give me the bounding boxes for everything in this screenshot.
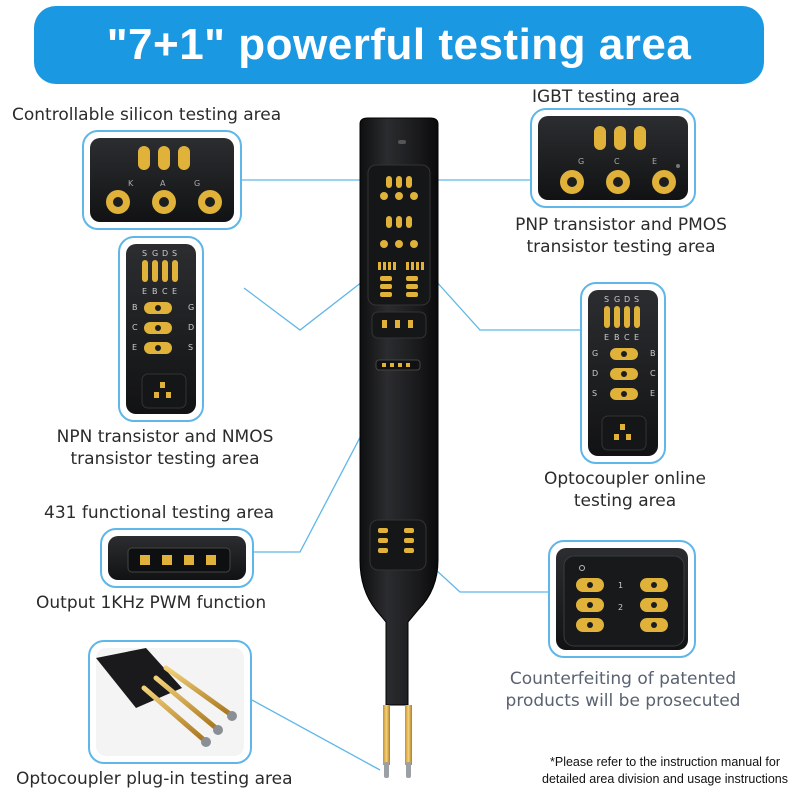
counterfeit-pads: 1 2 bbox=[563, 555, 685, 647]
igbt-pads: G C E bbox=[560, 126, 680, 194]
npn-left-e: E bbox=[132, 343, 137, 352]
label-counterfeit: Counterfeiting of patented products will… bbox=[494, 668, 752, 712]
manual-note: *Please refer to the instruction manual … bbox=[542, 754, 788, 788]
counter-num-1: 1 bbox=[618, 581, 623, 590]
label-opto-plugin: Optocoupler plug-in testing area bbox=[16, 769, 293, 789]
probe-right bbox=[405, 705, 412, 765]
label-igbt: IGBT testing area bbox=[532, 87, 680, 107]
tl431-socket bbox=[127, 547, 231, 573]
label-opto-online: Optocoupler online testing area bbox=[520, 468, 730, 512]
opto-right-e: E bbox=[650, 389, 655, 398]
npn-right-g: G bbox=[188, 303, 194, 312]
npn-top-g: G bbox=[152, 249, 158, 258]
opto-left-d: D bbox=[592, 369, 598, 378]
npn-right-s: S bbox=[188, 343, 193, 352]
npn-mid-b: B bbox=[152, 287, 158, 296]
npn-top-d: D bbox=[162, 249, 168, 258]
panel-431 bbox=[100, 528, 254, 588]
label-scr: Controllable silicon testing area bbox=[12, 105, 282, 125]
opto-right-b: B bbox=[650, 349, 656, 358]
label-pnp-line1: PNP transistor and PMOS bbox=[515, 215, 727, 235]
scr-pin-k: K bbox=[128, 179, 134, 188]
label-counterfeit-line2: products will be prosecuted bbox=[505, 691, 741, 711]
banner-title: "7+1" powerful testing area bbox=[106, 20, 692, 69]
npn-right-d: D bbox=[188, 323, 194, 332]
device-plate-bottom bbox=[369, 519, 427, 571]
opto-mid-e2: E bbox=[634, 333, 639, 342]
probe-closeup bbox=[96, 648, 237, 747]
opto-mid-e: E bbox=[604, 333, 609, 342]
label-pnp: PNP transistor and PMOS transistor testi… bbox=[496, 214, 746, 258]
opto-mid-c: C bbox=[624, 333, 630, 342]
opto-right-c: C bbox=[650, 369, 656, 378]
panel-scr: K A G bbox=[82, 130, 242, 230]
igbt-pin-e: E bbox=[652, 157, 657, 166]
igbt-pin-c: C bbox=[614, 157, 620, 166]
label-npn: NPN transistor and NMOS transistor testi… bbox=[30, 426, 300, 470]
label-431: 431 functional testing area bbox=[44, 503, 275, 523]
npn-top-s: S bbox=[142, 249, 147, 258]
opto-left-g: G bbox=[592, 349, 598, 358]
npn-pads: S G D S E B C E B C E G D S bbox=[132, 249, 194, 409]
opto-top-s2: S bbox=[634, 295, 639, 304]
probe-tip-right bbox=[406, 762, 411, 778]
probe-left bbox=[383, 705, 390, 765]
opto-online-pads: S G D S E B C E G D S B C E bbox=[592, 295, 656, 451]
scr-pin-g: G bbox=[194, 179, 200, 188]
device-led bbox=[398, 140, 406, 144]
npn-left-c: C bbox=[132, 323, 138, 332]
probe-tip-left bbox=[384, 762, 389, 778]
manual-note-line1: *Please refer to the instruction manual … bbox=[550, 755, 780, 769]
label-pnp-line2: transistor testing area bbox=[526, 237, 716, 257]
scr-pads: K A G bbox=[106, 146, 222, 214]
opto-top-s: S bbox=[604, 295, 609, 304]
npn-mid-e2: E bbox=[172, 287, 177, 296]
label-pwm: Output 1KHz PWM function bbox=[36, 593, 267, 613]
counter-num-2: 2 bbox=[618, 603, 623, 612]
device-pads-top bbox=[378, 176, 424, 297]
label-npn-line2: transistor testing area bbox=[70, 449, 260, 469]
label-opto-online-line2: testing area bbox=[573, 491, 677, 511]
label-counterfeit-line1: Counterfeiting of patented bbox=[509, 669, 737, 689]
manual-note-line2: detailed area division and usage instruc… bbox=[542, 772, 788, 786]
panel-igbt: G C E bbox=[530, 108, 696, 208]
label-opto-online-line1: Optocoupler online bbox=[544, 469, 706, 489]
opto-top-g: G bbox=[614, 295, 620, 304]
panel-opto-plugin bbox=[88, 640, 252, 764]
npn-mid-c: C bbox=[162, 287, 168, 296]
panel-opto-online: S G D S E B C E G D S B C E bbox=[580, 282, 666, 464]
npn-mid-e: E bbox=[142, 287, 147, 296]
title-banner: "7+1" powerful testing area bbox=[34, 6, 764, 84]
label-npn-line1: NPN transistor and NMOS bbox=[56, 427, 274, 447]
opto-top-d: D bbox=[624, 295, 630, 304]
opto-left-s: S bbox=[592, 389, 597, 398]
panel-npn: S G D S E B C E B C E G D S bbox=[118, 236, 204, 422]
igbt-pin-g: G bbox=[578, 157, 584, 166]
npn-top-s2: S bbox=[172, 249, 177, 258]
npn-left-b: B bbox=[132, 303, 138, 312]
panel-counterfeit: 1 2 bbox=[548, 540, 696, 658]
scr-pin-a: A bbox=[160, 179, 166, 188]
opto-mid-b: B bbox=[614, 333, 620, 342]
